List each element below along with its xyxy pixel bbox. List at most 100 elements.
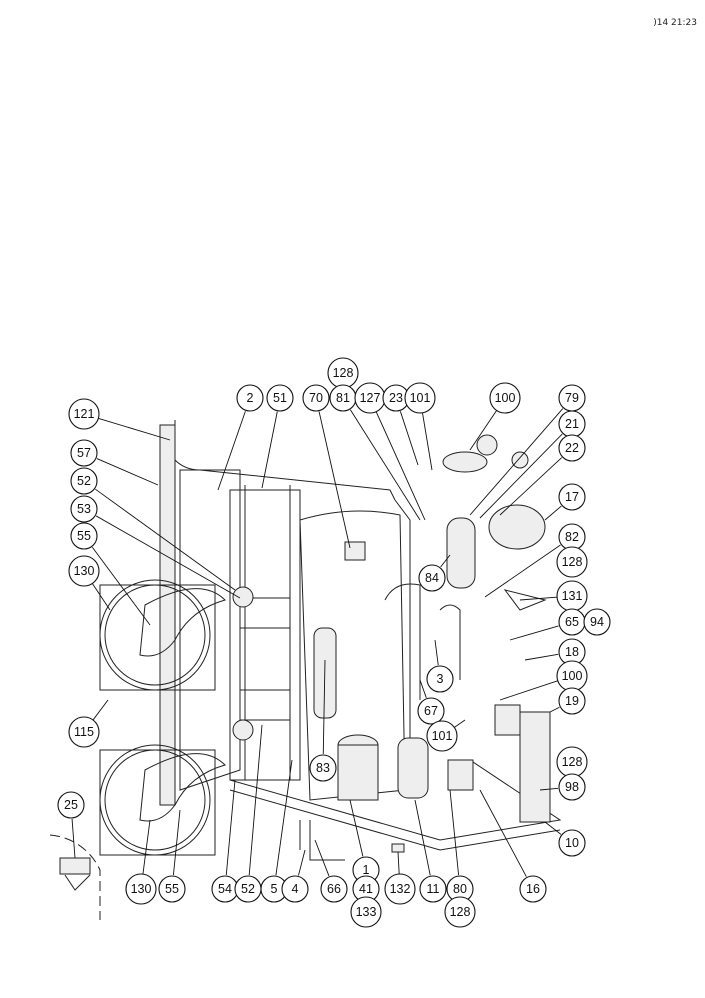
callout-label: 23 [389, 391, 403, 405]
leader-line [399, 411, 419, 466]
callout-label: 115 [74, 725, 94, 739]
callout-101: 101 [404, 382, 436, 414]
leader-line [95, 515, 241, 599]
callout-101: 101 [426, 720, 458, 752]
callout-label: 2 [247, 391, 254, 405]
leader-line [95, 488, 236, 591]
callout-circle [583, 608, 611, 636]
callout-label: 52 [241, 882, 255, 896]
callout-circle [158, 875, 186, 903]
leader-line [96, 458, 159, 486]
leader-line [91, 546, 151, 626]
callout-circle [68, 398, 100, 430]
callout-label: 101 [432, 729, 453, 743]
leader-line [248, 724, 263, 876]
callout-label: 65 [565, 615, 579, 629]
leader-line [440, 554, 451, 568]
leader-line [544, 505, 562, 521]
leader-line [453, 719, 466, 729]
callout-115: 115 [68, 716, 100, 748]
callout-label: 70 [309, 391, 323, 405]
timestamp: )14 21:23 [653, 18, 697, 28]
leader-line [142, 819, 151, 876]
callout-circle [489, 382, 521, 414]
leader-line [92, 699, 109, 722]
callout-label: 101 [410, 391, 431, 405]
callout-17: 17 [558, 483, 586, 511]
leader-line [172, 809, 181, 876]
leader-line [275, 759, 293, 876]
callout-label: 18 [565, 645, 579, 659]
callout-circle [417, 697, 445, 725]
callout-132: 132 [384, 873, 416, 905]
callout-4: 4 [281, 875, 309, 903]
leader-line [322, 659, 326, 755]
callout-label: 81 [336, 391, 350, 405]
callout-circle [556, 546, 588, 578]
callout-84: 84 [418, 564, 446, 592]
leader-line [469, 409, 498, 451]
callout-circle [236, 384, 264, 412]
callout-label: 79 [565, 391, 579, 405]
callout-128: 128 [556, 546, 588, 578]
callout-circle [309, 754, 337, 782]
callout-100: 100 [489, 382, 521, 414]
callout-57: 57 [70, 439, 98, 467]
callout-21: 21 [558, 410, 586, 438]
callout-label: 130 [131, 882, 152, 896]
callout-83: 83 [309, 754, 337, 782]
callout-circle [419, 875, 447, 903]
callout-circle [558, 773, 586, 801]
callout-128: 128 [444, 896, 476, 928]
callout-label: 3 [437, 672, 444, 686]
callout-circle [57, 791, 85, 819]
callout-3: 3 [426, 665, 454, 693]
callout-label: 67 [424, 704, 438, 718]
callout-circle [558, 483, 586, 511]
callout-128: 128 [327, 357, 359, 389]
callout-label: 11 [427, 882, 440, 896]
callout-circle [281, 875, 309, 903]
leader-line [421, 411, 433, 471]
callout-label: 128 [450, 905, 471, 919]
callout-80: 80 [446, 875, 474, 903]
callout-label: 121 [74, 407, 95, 421]
callout-67: 67 [417, 697, 445, 725]
callout-16: 16 [519, 875, 547, 903]
callout-label: 80 [453, 882, 467, 896]
callout-label: 22 [565, 441, 579, 455]
callout-label: 52 [77, 474, 91, 488]
callout-55: 55 [158, 875, 186, 903]
callout-127: 127 [354, 382, 386, 414]
callout-label: 66 [327, 882, 341, 896]
callout-11: 11 [419, 875, 447, 903]
leader-line [298, 849, 306, 876]
leader-line [217, 411, 246, 491]
callout-79: 79 [558, 384, 586, 412]
callout-circle [418, 564, 446, 592]
callout-10: 10 [558, 829, 586, 857]
callout-label: 100 [562, 669, 583, 683]
callout-label: 25 [64, 798, 78, 812]
callout-label: 54 [218, 882, 232, 896]
leader-line [544, 821, 562, 835]
callout-121: 121 [68, 398, 100, 430]
callout-label: 100 [495, 391, 516, 405]
callout-circle [404, 382, 436, 414]
callout-label: 128 [562, 755, 583, 769]
callout-label: 128 [562, 555, 583, 569]
callout-18: 18 [558, 638, 586, 666]
leader-line [97, 417, 171, 441]
callout-55: 55 [70, 522, 98, 550]
callout-label: 94 [590, 615, 604, 629]
callout-label: 1 [363, 863, 370, 877]
callout-circle [320, 875, 348, 903]
callout-label: 133 [356, 905, 377, 919]
leader-line [91, 582, 111, 611]
leader-line [71, 818, 76, 859]
callout-66: 66 [320, 875, 348, 903]
leader-line [414, 799, 431, 876]
leader-line [479, 789, 527, 877]
callout-100: 100 [556, 660, 588, 692]
